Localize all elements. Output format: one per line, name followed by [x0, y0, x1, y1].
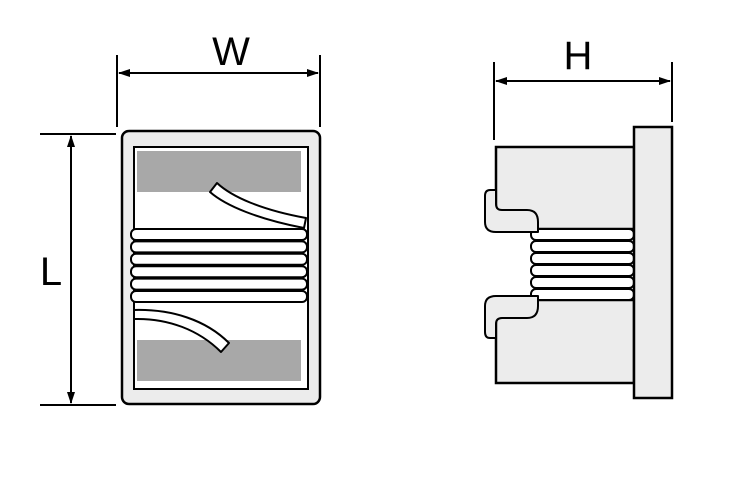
side-upper-terminal [484, 189, 539, 233]
front-winding-turn-4 [130, 265, 308, 279]
width-label: W [212, 30, 250, 74]
side-flange-plate [632, 125, 674, 400]
front-winding-coil [130, 228, 308, 303]
front-winding-turn-1 [130, 228, 308, 241]
side-winding-turn-4 [530, 264, 635, 277]
bottom-lead-wire [133, 308, 230, 353]
side-winding-turn-5 [530, 276, 635, 289]
front-winding-turn-6 [130, 290, 308, 303]
width-dimension: W [116, 30, 321, 127]
side-winding-turn-2 [530, 240, 635, 253]
height-label: H [564, 34, 593, 78]
side-lower-terminal [484, 295, 539, 339]
side-winding-coil [530, 228, 635, 301]
side-view [484, 125, 674, 400]
height-dimension: H [493, 34, 673, 140]
front-winding-turn-2 [130, 240, 308, 254]
front-view [120, 129, 322, 406]
length-label: L [40, 250, 62, 294]
side-winding-turn-3 [530, 252, 635, 265]
top-lead-wire [209, 182, 307, 229]
front-winding-turn-5 [130, 277, 308, 291]
front-winding-turn-3 [130, 252, 308, 266]
side-winding-turn-6 [530, 288, 635, 301]
length-dimension: L [40, 133, 116, 406]
side-winding-turn-1 [530, 228, 635, 241]
